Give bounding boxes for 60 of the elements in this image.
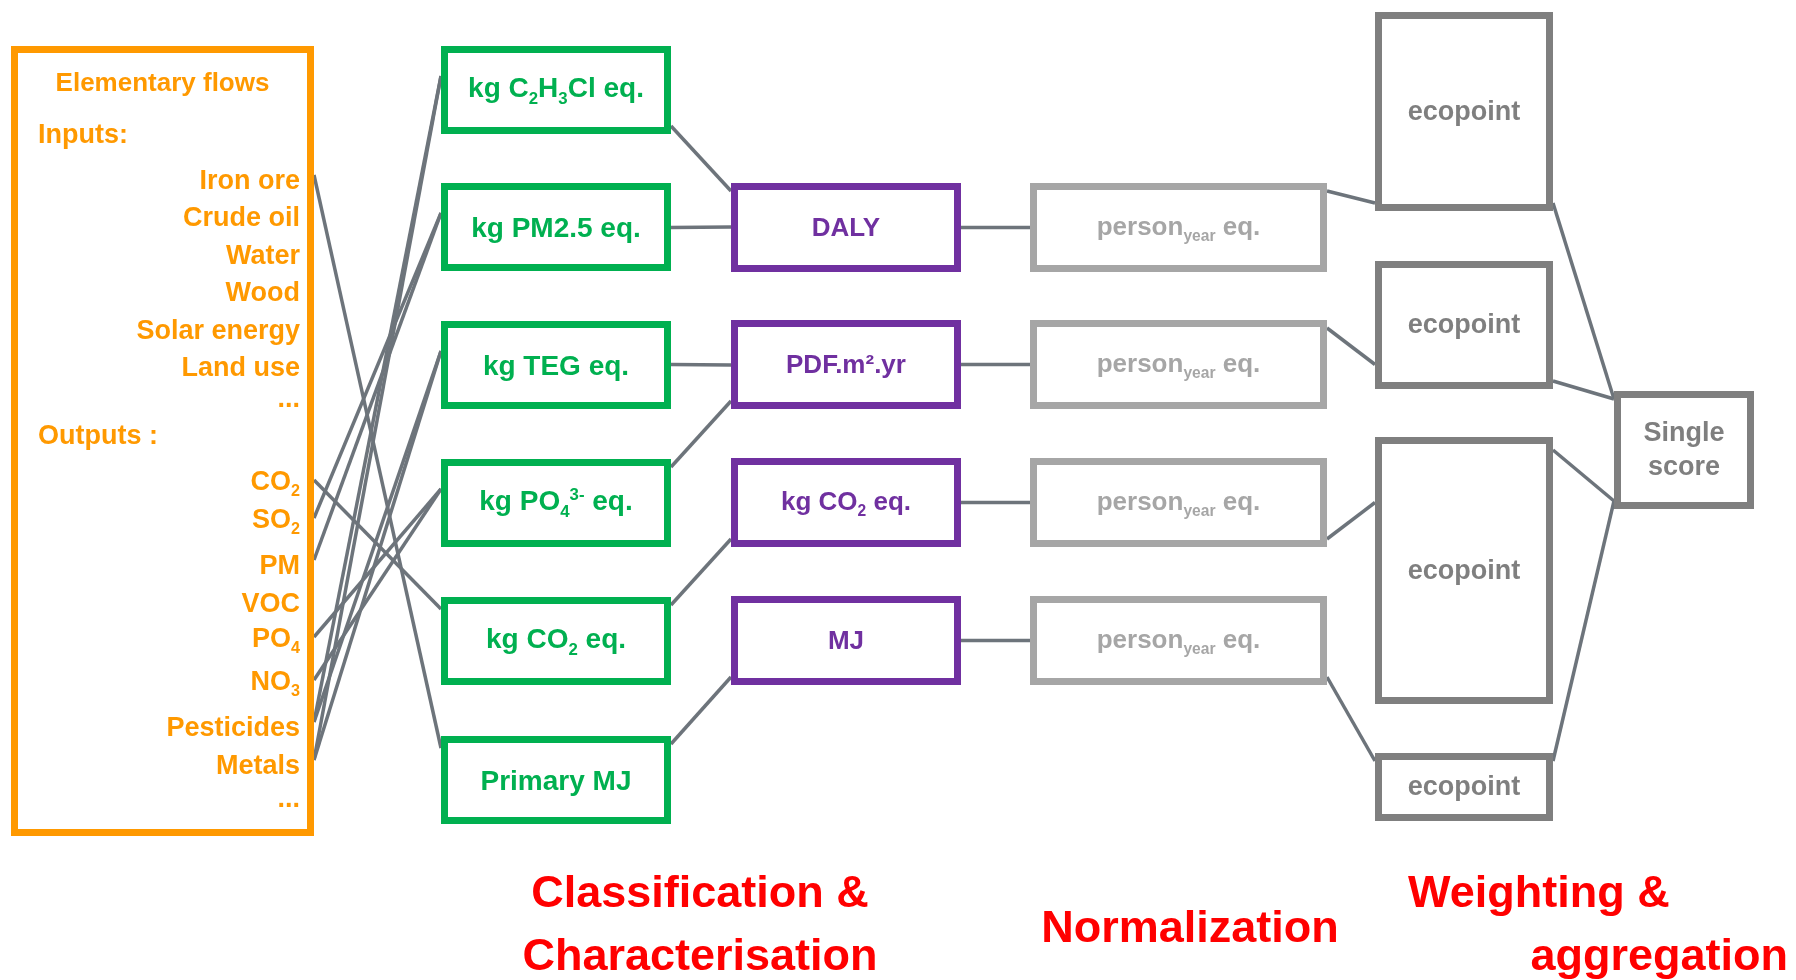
flow-item: PO$_{4}$ — [20, 618, 314, 656]
stage-title: Weighting & aggregation — [1408, 865, 1788, 980]
connector-line — [961, 500, 1030, 505]
flow-item: Metals — [20, 741, 314, 779]
connector-line — [961, 225, 1030, 230]
connector-line — [669, 537, 733, 607]
endpoint-box: DALY — [731, 183, 961, 272]
flow-item: Iron ore — [20, 156, 314, 194]
connector-line — [1325, 501, 1377, 541]
connector-line — [669, 675, 733, 746]
connector-line — [671, 225, 731, 230]
normalized-box: person$_{year}$ eq. — [1030, 320, 1327, 409]
connector-line — [312, 174, 443, 749]
single-score-box: Single score — [1614, 391, 1754, 509]
flow-item: NO$_{3}$ — [20, 661, 314, 699]
stage-title: Normalization — [1040, 900, 1340, 954]
normalized-box: person$_{year}$ eq. — [1030, 183, 1327, 272]
connector-line — [1551, 202, 1616, 400]
normalized-box: person$_{year}$ eq. — [1030, 596, 1327, 685]
ecopoint-box: ecopoint — [1375, 261, 1553, 389]
flow-item: Pesticides — [20, 703, 314, 741]
ellipsis: ... — [276, 784, 300, 814]
ecopoint-box: ecopoint — [1375, 753, 1553, 821]
connector-line — [669, 399, 733, 469]
connector-line — [961, 362, 1030, 367]
connector-line — [961, 638, 1030, 643]
endpoint-box: PDF.m².yr — [731, 320, 961, 409]
connector-line — [1325, 326, 1377, 366]
midpoint-box: kg PM2.5 eq. — [441, 183, 671, 271]
flow-item: CO$_{2}$ — [20, 461, 314, 499]
connector-line — [671, 362, 731, 367]
midpoint-box: Primary MJ — [441, 736, 671, 824]
endpoint-box: kg CO$_{2}$ eq. — [731, 458, 961, 547]
connector-line — [1325, 676, 1377, 762]
flow-item: Solar energy — [20, 306, 314, 344]
connector-line — [1326, 189, 1376, 205]
midpoint-box: kg C$_{2}$H$_{3}$Cl eq. — [441, 46, 671, 134]
stage-title: Classification & Characterisation — [521, 865, 879, 980]
flow-item: PM — [20, 541, 314, 579]
section-heading: Outputs : — [38, 421, 159, 451]
midpoint-box: kg PO$_{4}$$^{3-}$ eq. — [441, 459, 671, 547]
section-heading: Inputs: — [38, 120, 129, 150]
connector-line — [312, 488, 443, 681]
flow-item: Wood — [20, 268, 314, 306]
midpoint-box: kg CO$_{2}$ eq. — [441, 597, 671, 685]
flow-item: VOC — [20, 579, 314, 617]
connector-line — [312, 478, 443, 611]
connector-line — [1551, 500, 1616, 762]
midpoint-box: kg TEG eq. — [441, 321, 671, 409]
connector-line — [1551, 448, 1616, 503]
ecopoint-box: ecopoint — [1375, 12, 1553, 211]
flow-item: SO$_{2}$ — [20, 499, 314, 537]
normalized-box: person$_{year}$ eq. — [1030, 458, 1327, 547]
flow-item: Water — [20, 231, 314, 269]
ecopoint-box: ecopoint — [1375, 437, 1553, 704]
endpoint-box: MJ — [731, 596, 961, 685]
connector-line — [669, 124, 733, 193]
connector-line — [1552, 379, 1615, 401]
ellipsis: ... — [276, 384, 300, 414]
flow-item: Crude oil — [20, 193, 314, 231]
